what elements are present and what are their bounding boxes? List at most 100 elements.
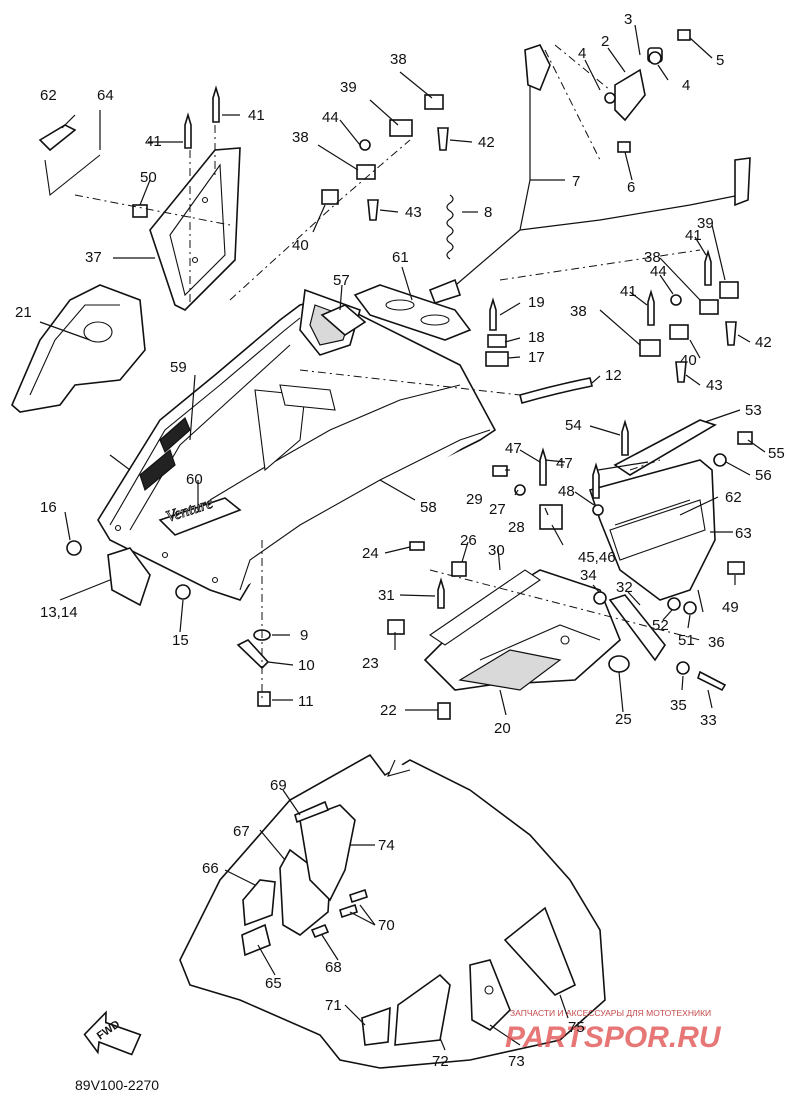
callout-label: 32 <box>616 579 633 596</box>
callout-label: 41 <box>248 107 265 124</box>
callout-label: 65 <box>265 975 282 992</box>
callout-label: 50 <box>140 169 157 186</box>
callout-labels: 3 2 4 4 5 6 7 8 9 10 11 12 13,14 15 16 1… <box>15 11 785 1070</box>
callout-label: 43 <box>706 377 723 394</box>
callout-label: 7 <box>572 173 580 190</box>
assembly-lines <box>74 44 701 700</box>
callout-label: 11 <box>298 693 314 710</box>
callout-label: 4 <box>578 45 586 62</box>
cable-assembly-part <box>428 44 751 304</box>
callout-label: 29 <box>466 491 483 508</box>
callout-label: 44 <box>650 263 667 280</box>
diagram-code: 89V100-2270 <box>75 1077 159 1093</box>
callout-label: 9 <box>300 627 308 644</box>
callout-label: 4 <box>682 77 690 94</box>
forward-arrow-icon: FWD <box>83 1010 142 1056</box>
callout-label: 38 <box>570 303 587 320</box>
callout-label: 12 <box>605 367 622 384</box>
callout-label: 27 <box>489 501 506 518</box>
callout-label: 24 <box>362 545 379 562</box>
spring-part <box>446 194 454 260</box>
callout-label: 71 <box>325 997 342 1014</box>
callout-label: 41 <box>685 227 702 244</box>
gasket-part <box>353 284 472 341</box>
right-side-panel-part <box>588 459 716 601</box>
lower-frame-part <box>423 569 621 691</box>
callout-label: 10 <box>298 657 315 674</box>
side-rail-part <box>608 594 666 662</box>
callout-label: 72 <box>432 1053 449 1070</box>
callout-label: 2 <box>601 33 609 50</box>
callout-label: 41 <box>145 133 162 150</box>
left-inner-panel-part <box>11 284 146 413</box>
callout-label: 67 <box>233 823 250 840</box>
callout-label: 58 <box>420 499 437 516</box>
callout-label: 16 <box>40 499 57 516</box>
callout-label: 6 <box>627 179 635 196</box>
callout-label: 35 <box>670 697 687 714</box>
watermark-logo: PARTSPOR.RU <box>505 1021 722 1054</box>
callout-label: 68 <box>325 959 342 976</box>
callout-label: 51 <box>678 632 695 649</box>
callout-label: 40 <box>680 352 697 369</box>
callout-label: 39 <box>340 79 357 96</box>
hood-cowl-part: Venture <box>97 288 497 601</box>
callout-label: 31 <box>378 587 395 604</box>
callout-label: 39 <box>697 215 714 232</box>
callout-label: 74 <box>378 837 395 854</box>
leader-lines <box>39 24 766 1051</box>
callout-label: 59 <box>170 359 187 376</box>
callout-label: 25 <box>615 711 632 728</box>
hood-underside-view <box>179 753 606 1069</box>
callout-label: 43 <box>405 204 422 221</box>
callout-label: 3 <box>624 11 632 28</box>
callout-label: 34 <box>580 567 597 584</box>
callout-label: 37 <box>85 249 102 266</box>
callout-label: 20 <box>494 720 511 737</box>
support-bracket-part <box>149 147 241 311</box>
trim-strip-part <box>38 124 101 197</box>
callout-label: 21 <box>15 304 32 321</box>
callout-label: 62 <box>725 489 742 506</box>
callout-label: 15 <box>172 632 189 649</box>
fastener-hardware <box>66 29 753 720</box>
callout-label: 23 <box>362 655 379 672</box>
callout-label: 28 <box>508 519 525 536</box>
callout-label: 64 <box>97 87 114 104</box>
callout-label: 45,46 <box>578 549 616 566</box>
callout-label: 47 <box>505 440 522 457</box>
callout-label: 62 <box>40 87 57 104</box>
callout-label: 30 <box>488 542 505 559</box>
callout-label: 48 <box>558 483 575 500</box>
callout-label: 38 <box>390 51 407 68</box>
callout-label: 53 <box>745 402 762 419</box>
callout-label: 13,14 <box>40 604 78 621</box>
callout-label: 26 <box>460 532 477 549</box>
callout-label: 8 <box>484 204 492 221</box>
callout-label: 17 <box>528 349 545 366</box>
callout-label: 47 <box>556 455 573 472</box>
callout-label: 61 <box>392 249 409 266</box>
callout-label: 56 <box>755 467 772 484</box>
hose-part <box>519 377 593 404</box>
callout-label: 36 <box>708 634 725 651</box>
callout-label: 22 <box>380 702 397 719</box>
callout-label: 60 <box>186 471 203 488</box>
callout-label: 66 <box>202 860 219 877</box>
callout-label: 52 <box>652 617 669 634</box>
callout-label: 70 <box>378 917 395 934</box>
callout-label: 38 <box>292 129 309 146</box>
callout-label: 44 <box>322 109 339 126</box>
callout-label: 42 <box>478 134 495 151</box>
callout-label: 75 <box>568 1019 585 1036</box>
callout-label: 5 <box>716 52 724 69</box>
callout-label: 63 <box>735 525 752 542</box>
callout-label: 55 <box>768 445 785 462</box>
rail-strip-part <box>613 419 717 476</box>
callout-label: 57 <box>333 272 350 289</box>
watermark-caption: ЗАПЧАСТИ И АКСЕССУАРЫ ДЛЯ МОТОТЕХНИКИ <box>510 1008 711 1018</box>
callout-label: 33 <box>700 712 717 729</box>
callout-label: 54 <box>565 417 582 434</box>
callout-label: 69 <box>270 777 287 794</box>
